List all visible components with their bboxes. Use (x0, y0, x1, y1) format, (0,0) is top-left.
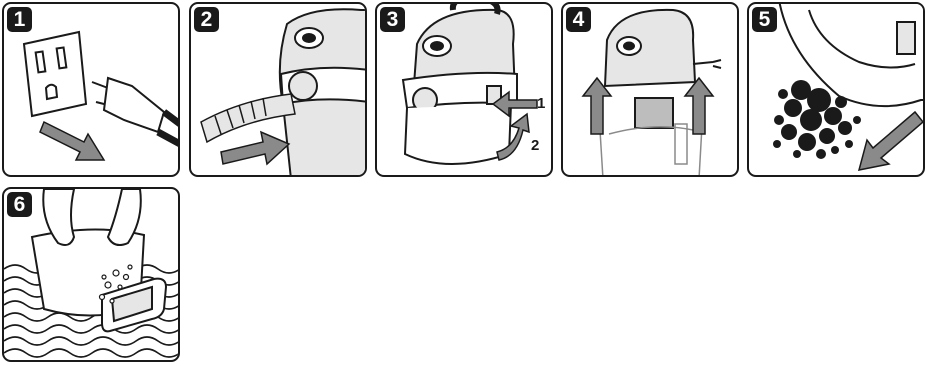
plug-and-cord (92, 78, 180, 144)
step-2-panel: 2 (189, 2, 367, 177)
wall-outlet (24, 32, 86, 116)
direction-arrow (40, 122, 104, 160)
callout-label-1: 1 (537, 95, 545, 112)
hose (201, 94, 295, 142)
step-5-panel: 5 (747, 2, 925, 177)
step-4-panel: 4 (561, 2, 739, 177)
direction-arrow (221, 132, 289, 164)
step-number-badge: 5 (752, 7, 777, 32)
step-number-badge: 2 (194, 7, 219, 32)
step-number-badge: 1 (7, 7, 32, 32)
step-number-badge: 6 (7, 192, 32, 217)
lift-arrow-right (685, 78, 713, 134)
step-6-panel: 6 (2, 187, 180, 362)
vacuum-body (280, 9, 367, 177)
step-number-badge: 3 (380, 7, 405, 32)
step-1-panel: 1 (2, 2, 180, 177)
step-number-badge: 4 (566, 7, 591, 32)
step-3-panel: 3 1 2 (375, 2, 553, 177)
vacuum-body (403, 4, 517, 164)
direction-arrow (859, 112, 923, 170)
callout-label-2: 2 (531, 137, 539, 154)
